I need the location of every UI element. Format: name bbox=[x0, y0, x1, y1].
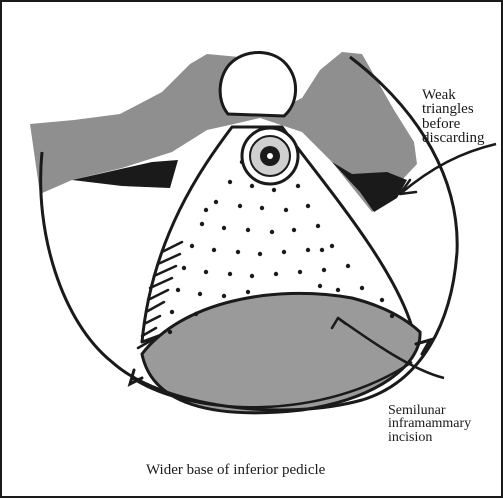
weak-triangles-line-3: before bbox=[422, 117, 484, 131]
nipple-areola-complex bbox=[242, 128, 298, 184]
semilunar-line-2: inframammary bbox=[388, 417, 471, 430]
weak-triangles-line-4: discarding bbox=[422, 131, 484, 145]
pedicle-caption: Wider base of inferior pedicle bbox=[146, 462, 325, 479]
semilunar-incision-label: Semilunar inframammary incision bbox=[388, 404, 471, 444]
semilunar-line-3: incision bbox=[388, 431, 471, 444]
keyhole-window bbox=[220, 52, 295, 116]
semilunar-line-1: Semilunar bbox=[388, 404, 471, 417]
weak-triangles-label: Weak triangles before discarding bbox=[422, 88, 484, 145]
weak-triangles-line-1: Weak bbox=[422, 88, 484, 102]
weak-triangles-line-2: triangles bbox=[422, 102, 484, 116]
